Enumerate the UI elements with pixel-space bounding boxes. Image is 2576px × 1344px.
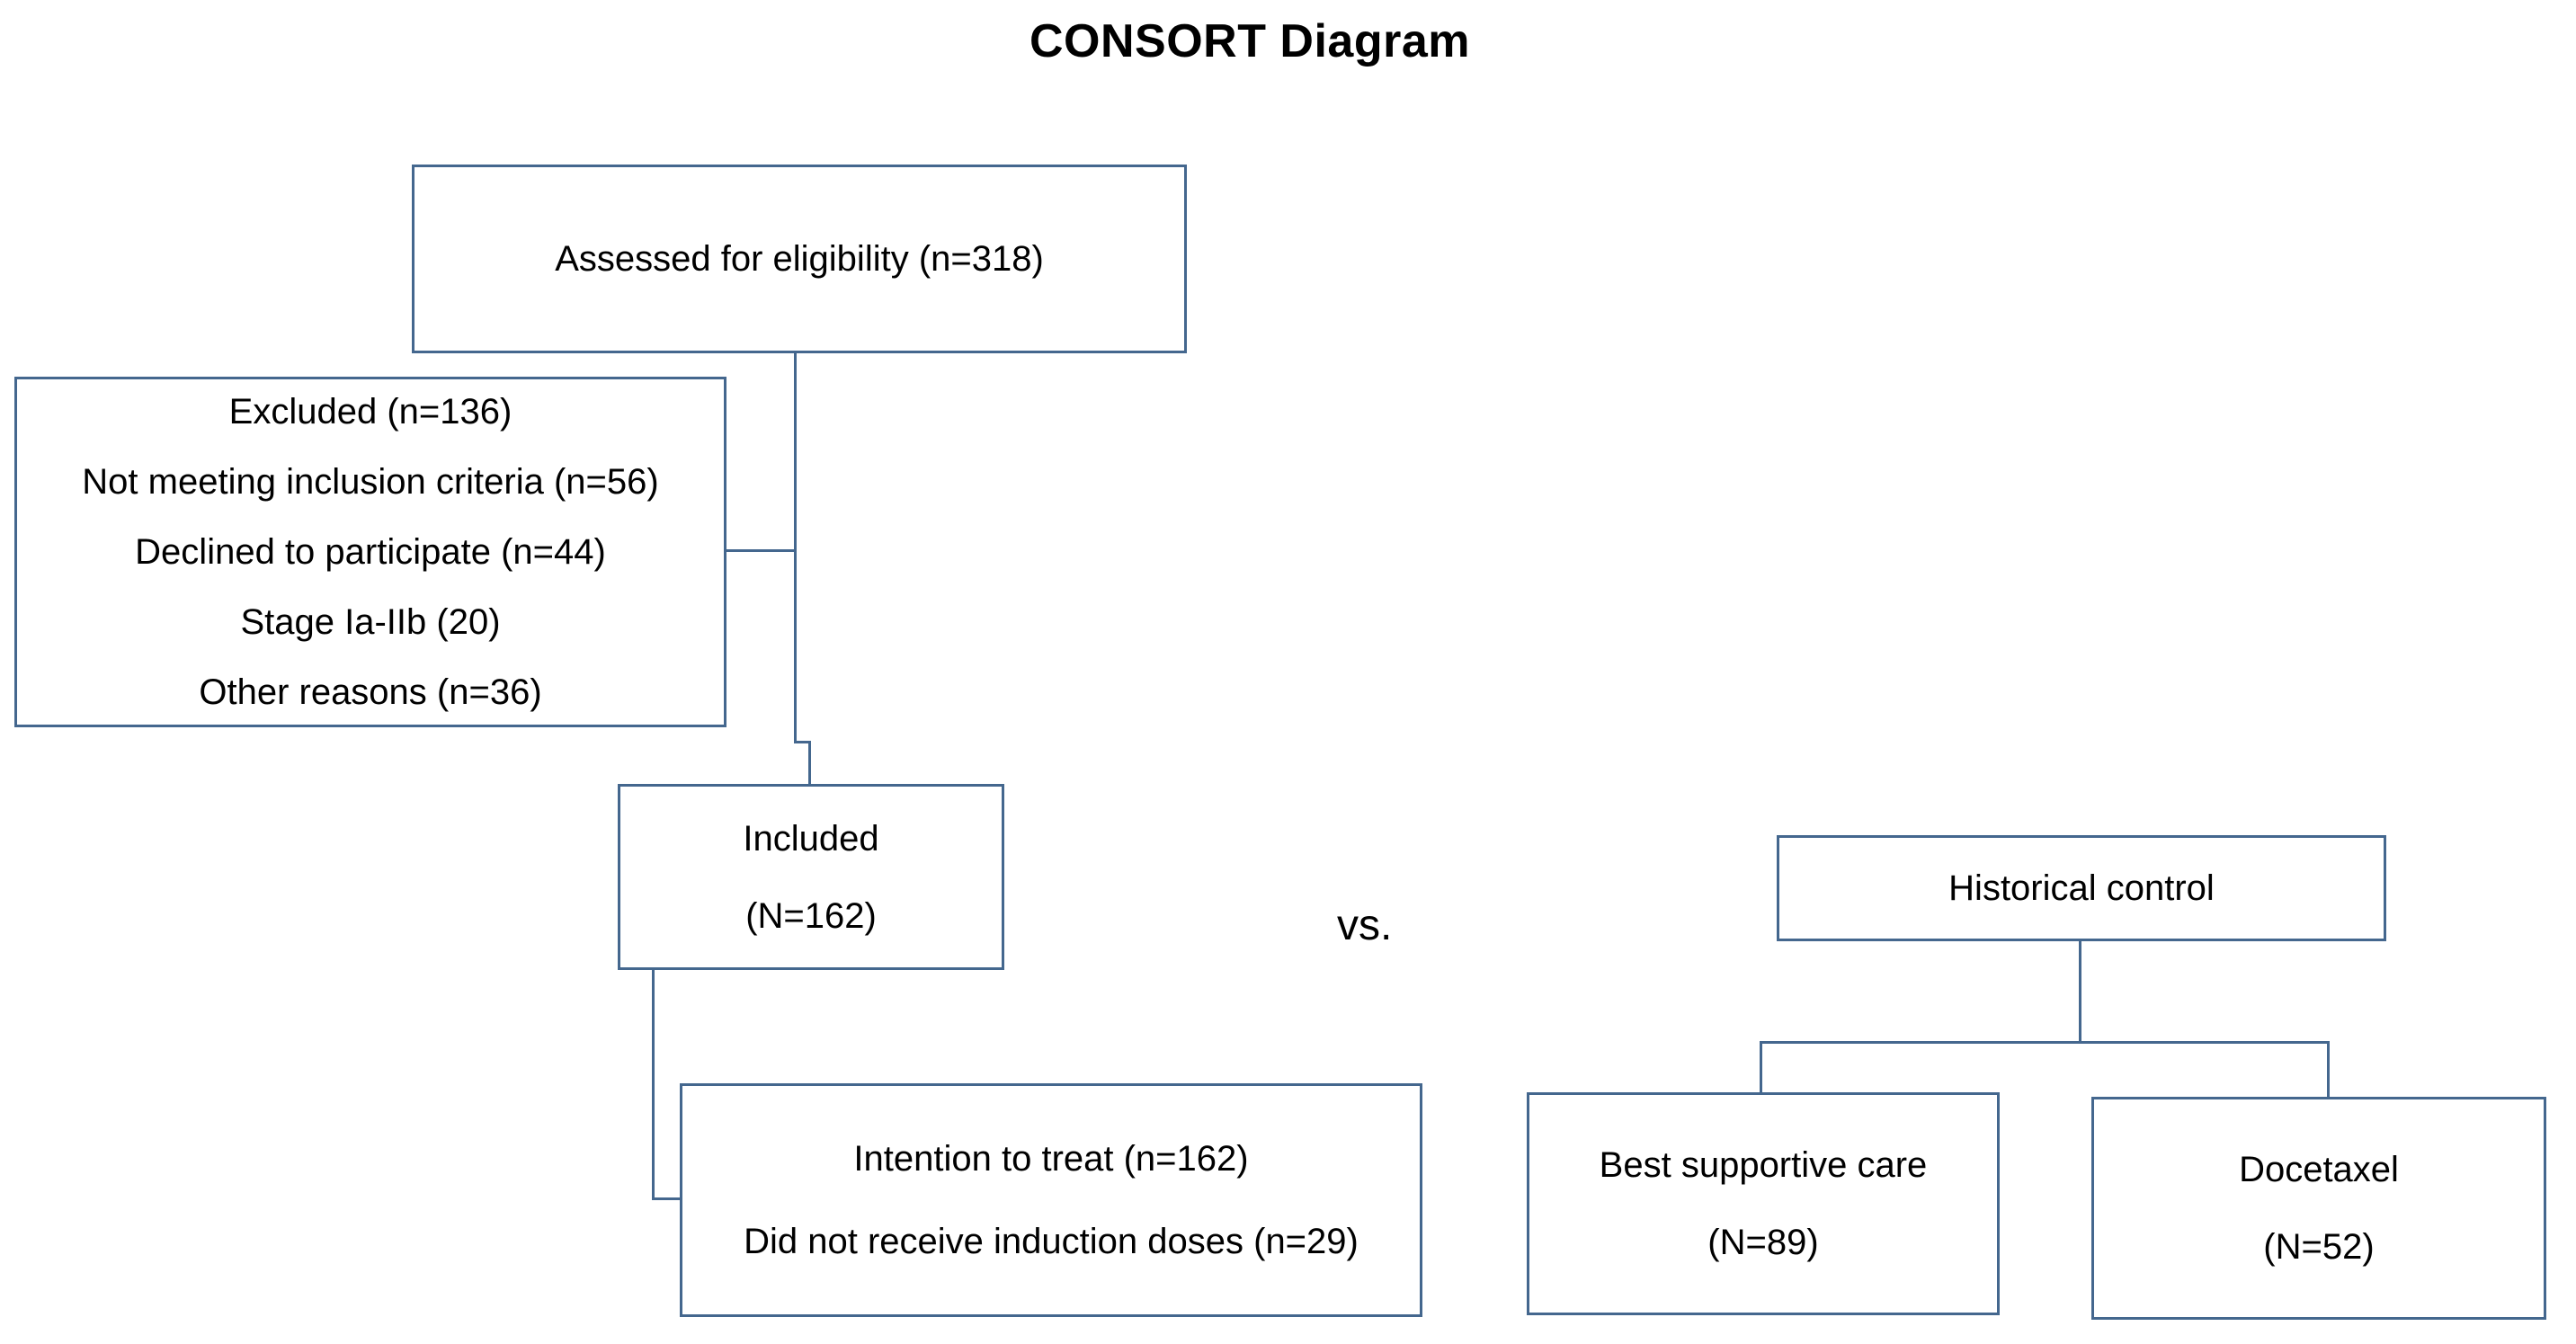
assessed-for-eligibility-label: Assessed for eligibility (n=318) bbox=[555, 238, 1044, 279]
best-supportive-care-box: Best supportive care (N=89) bbox=[1527, 1092, 2000, 1315]
connector-branch-to-docetaxel-vertical bbox=[2327, 1041, 2330, 1099]
best-supportive-care-count-label: (N=89) bbox=[1707, 1223, 1819, 1262]
excluded-not-meeting-criteria-label: Not meeting inclusion criteria (n=56) bbox=[82, 462, 659, 502]
best-supportive-care-label: Best supportive care bbox=[1599, 1145, 1928, 1185]
connector-included-to-itt-vertical bbox=[652, 968, 655, 1200]
connector-historical-vertical bbox=[2079, 939, 2081, 1044]
assessed-for-eligibility-box: Assessed for eligibility (n=318) bbox=[412, 165, 1187, 353]
intention-to-treat-box: Intention to treat (n=162) Did not recei… bbox=[680, 1083, 1422, 1317]
connector-branch-to-best-supportive-care-vertical bbox=[1760, 1041, 1762, 1094]
versus-label: vs. bbox=[1337, 902, 1393, 949]
no-induction-doses-label: Did not receive induction doses (n=29) bbox=[744, 1222, 1359, 1261]
docetaxel-box: Docetaxel (N=52) bbox=[2091, 1097, 2546, 1320]
connector-historical-branch-horizontal bbox=[1760, 1041, 2330, 1044]
intention-to-treat-label: Intention to treat (n=162) bbox=[853, 1139, 1249, 1179]
docetaxel-label: Docetaxel bbox=[2239, 1150, 2399, 1189]
historical-control-label: Historical control bbox=[1948, 868, 2215, 908]
connector-assessed-to-included-jog-vertical bbox=[808, 741, 811, 786]
connector-assessed-to-included-jog-horizontal bbox=[794, 741, 811, 743]
connector-excluded-horizontal bbox=[725, 549, 797, 552]
connector-assessed-to-included-vertical bbox=[794, 352, 797, 743]
connector-included-to-itt-horizontal bbox=[652, 1197, 682, 1200]
included-count-label: (N=162) bbox=[745, 895, 877, 936]
excluded-declined-label: Declined to participate (n=44) bbox=[135, 532, 606, 572]
historical-control-box: Historical control bbox=[1777, 835, 2386, 941]
excluded-box: Excluded (n=136) Not meeting inclusion c… bbox=[14, 377, 726, 727]
included-label: Included bbox=[743, 818, 879, 859]
docetaxel-count-label: (N=52) bbox=[2263, 1227, 2375, 1267]
excluded-total-label: Excluded (n=136) bbox=[228, 392, 513, 432]
diagram-title: CONSORT Diagram bbox=[1029, 15, 1471, 67]
excluded-other-reasons-label: Other reasons (n=36) bbox=[199, 672, 542, 712]
excluded-stage-label: Stage Ia-IIb (20) bbox=[240, 602, 501, 642]
included-box: Included (N=162) bbox=[618, 784, 1004, 970]
